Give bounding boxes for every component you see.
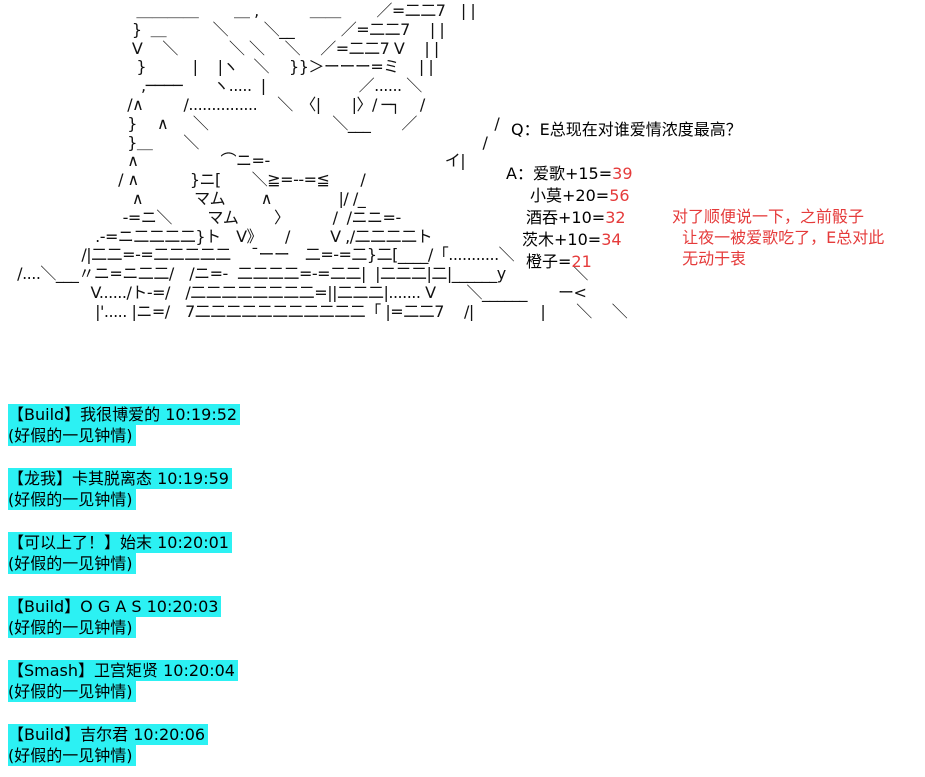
ascii-art-line: ∧ ⌒ニ=- イ| [8, 151, 466, 171]
ascii-art-line: ,──── ヽ..... | ／...... ＼ [8, 76, 422, 96]
ascii-art-line: V....../ト-=/ /二二二二二二二二=||二二二|....... V ＼… [8, 282, 587, 302]
note-line: 对了顺便说一下，之前骰子 [672, 207, 865, 226]
note-line: 无动于衷 [672, 249, 747, 268]
ascii-art-line: ∧ マム ∧ |/ /_ [8, 188, 366, 208]
ascii-art-line: } ∧ ＼ ＼___ ／ / [8, 113, 500, 133]
chat-message: 【可以上了！】始末 10:20:01 (好假的一见钟情) [8, 532, 232, 574]
answer-value: 56 [609, 186, 630, 205]
answer-row-5: 橙子=21 [526, 252, 592, 272]
red-note: 对了顺便说一下，之前骰子 让夜一被爱歌吃了，E总对此 无动于衷 [672, 206, 884, 269]
ascii-art: ＿＿＿＿ ＿ , ＿＿ ／=二二7 | | } ＿ ＼ ＼__ ／=二二7 | … [8, 1, 628, 322]
answer-name: 酒吞+10= [526, 208, 606, 227]
chat-header: 【可以上了！】始末 10:20:01 [8, 532, 232, 553]
ascii-art-line: } | |ヽ ＼ }}＞ーーー=ミ | | [8, 57, 434, 77]
ascii-art-line: V ＼ ＼ ＼ ＼ ／=二二7 V | | [8, 38, 439, 58]
note-line: 让夜一被爱歌吃了，E总对此 [672, 228, 885, 247]
ascii-art-line: } ＿ ＼ ＼__ ／=二二7 | | [8, 19, 445, 39]
chat-message: 【Smash】卫宫矩贤 10:20:04 (好假的一见钟情) [8, 660, 238, 702]
answer-name: 爱歌+15= [532, 164, 613, 183]
chat-header: 【Build】吉尔君 10:20:06 [8, 724, 209, 745]
ascii-art-line: /|二二=-=二二二二二 ¯ーー 二=-=二}二[____/「.........… [8, 245, 515, 265]
chat-message: 【龙我】卡其脱离态 10:19:59 (好假的一见钟情) [8, 468, 232, 510]
ascii-art-line: /∧ /............... ＼ 〈| |〉/ ─┐ / [8, 94, 425, 114]
answer-name: 橙子= [526, 252, 572, 271]
ascii-art-line: }＿ ＼ / [8, 132, 488, 152]
ascii-art-line: .-=ニ二二二二}ト V》 / V ,/二二二二ト [8, 226, 433, 246]
answer-row-4: 茨木+10=34 [522, 230, 622, 250]
answer-row-2: 小莫+20=56 [530, 186, 630, 206]
answer-value: 21 [571, 252, 592, 271]
chat-body: (好假的一见钟情) [8, 745, 136, 766]
chat-header: 【龙我】卡其脱离态 10:19:59 [8, 468, 232, 489]
ascii-art-line: /....＼___〃ニ=ニ二二/ /ニ=- 二二二二=-=二二| |二二二|二|… [8, 264, 588, 284]
chat-body: (好假的一见钟情) [8, 425, 136, 446]
chat-body: (好假的一见钟情) [8, 489, 136, 510]
answer-name: 小莫+20= [530, 186, 610, 205]
ascii-art-line: |'..... |ニ=/ 7二二二二二二二二二二二「 |=二二7 /| | ＼ … [8, 301, 628, 321]
answer-row-3: 酒吞+10=32 [526, 208, 626, 228]
chat-header: 【Smash】卫宫矩贤 10:20:04 [8, 660, 238, 681]
ascii-art-line: / ∧ }ニ[ ＼≧=‐‐=≦ / [8, 170, 366, 190]
answer-value: 34 [601, 230, 622, 249]
ascii-art-line: ＿＿＿＿ ＿ , ＿＿ ／=二二7 | | [8, 1, 476, 20]
question-text: Q：E总现在对谁爱情浓度最高？ [511, 120, 742, 139]
answer-row-1: A：爱歌+15=39 [506, 164, 633, 184]
ascii-art-line: -=ニ＼ マム 〉 / /ニニ=- [8, 207, 402, 227]
answer-prefix: A： [506, 164, 533, 183]
chat-header: 【Build】O G A S 10:20:03 [8, 596, 222, 617]
answer-value: 39 [612, 164, 633, 183]
chat-body: (好假的一见钟情) [8, 681, 136, 702]
answer-value: 32 [605, 208, 626, 227]
chat-body: (好假的一见钟情) [8, 553, 136, 574]
chat-header: 【Build】我很博爱的 10:19:52 [8, 404, 241, 425]
chat-message: 【Build】吉尔君 10:20:06 (好假的一见钟情) [8, 724, 209, 766]
chat-message: 【Build】O G A S 10:20:03 (好假的一见钟情) [8, 596, 222, 638]
answer-name: 茨木+10= [522, 230, 602, 249]
chat-message: 【Build】我很博爱的 10:19:52 (好假的一见钟情) [8, 404, 241, 446]
chat-body: (好假的一见钟情) [8, 617, 136, 638]
